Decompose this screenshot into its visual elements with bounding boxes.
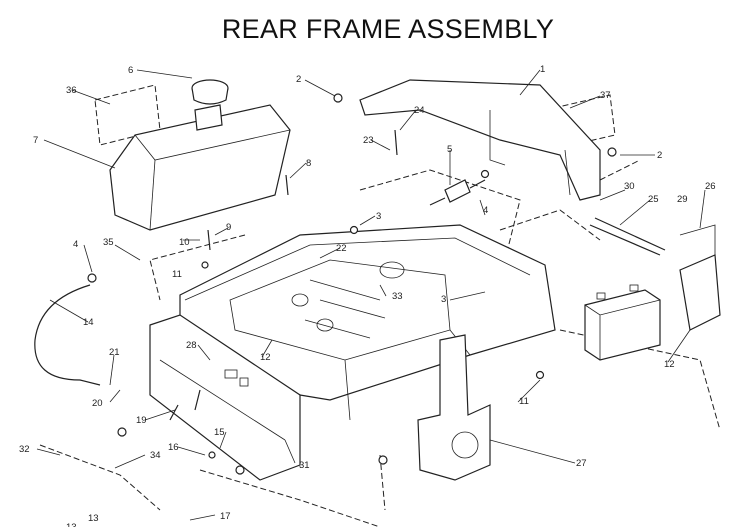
callout-4-filter: 4 bbox=[483, 205, 488, 216]
callout-30: 30 bbox=[624, 181, 635, 192]
callout-13-bottom: 13 bbox=[66, 522, 77, 527]
callout-31: 31 bbox=[299, 460, 310, 471]
callout-2: 2 bbox=[296, 74, 301, 85]
callout-labels: 6 36 2 1 37 24 23 7 8 5 2 4 3 30 25 26 2… bbox=[19, 64, 716, 527]
callout-34: 34 bbox=[150, 450, 161, 461]
callout-36: 36 bbox=[66, 85, 77, 96]
callout-11-right: 11 bbox=[519, 396, 529, 407]
callout-8: 8 bbox=[306, 158, 311, 169]
callout-1: 1 bbox=[540, 64, 545, 75]
fuel-line bbox=[34, 284, 101, 386]
callout-35: 35 bbox=[103, 237, 114, 248]
fuel-tank bbox=[109, 104, 291, 231]
callout-12-frame: 12 bbox=[260, 352, 271, 363]
battery-bracket bbox=[679, 224, 721, 331]
callout-5: 5 bbox=[447, 144, 452, 155]
seat-support-bracket bbox=[359, 79, 601, 201]
callout-19: 19 bbox=[136, 415, 147, 426]
callout-9: 9 bbox=[226, 222, 231, 233]
callout-37: 37 bbox=[600, 90, 611, 101]
callout-27: 27 bbox=[576, 458, 587, 469]
callout-10: 10 bbox=[179, 237, 190, 248]
callout-22: 22 bbox=[336, 243, 347, 254]
fuel-filter bbox=[429, 179, 486, 206]
callout-25: 25 bbox=[648, 194, 659, 205]
callout-20: 20 bbox=[92, 398, 103, 409]
callout-23: 23 bbox=[363, 135, 374, 146]
callout-6: 6 bbox=[128, 65, 133, 76]
fuel-cap bbox=[191, 79, 229, 105]
callout-16: 16 bbox=[168, 442, 179, 453]
callout-12: 12 bbox=[664, 359, 675, 370]
rear-bracket bbox=[417, 334, 491, 481]
callout-14: 14 bbox=[83, 317, 94, 328]
hold-down-rod bbox=[589, 217, 666, 256]
callout-28: 28 bbox=[186, 340, 197, 351]
callout-2-right: 2 bbox=[657, 150, 662, 161]
callout-3: 3 bbox=[376, 211, 381, 222]
callout-11: 11 bbox=[172, 269, 182, 280]
callout-33: 33 bbox=[392, 291, 403, 302]
hardware bbox=[87, 93, 617, 475]
battery bbox=[584, 284, 661, 361]
callout-leaders bbox=[36, 69, 706, 521]
front-plate bbox=[149, 314, 301, 481]
callout-13: 13 bbox=[88, 513, 99, 524]
diagram-title: REAR FRAME ASSEMBLY bbox=[221, 14, 555, 44]
callout-29: 29 bbox=[677, 194, 688, 205]
callout-3-frame: 3 bbox=[441, 294, 446, 305]
callout-24: 24 bbox=[414, 105, 425, 116]
callout-32: 32 bbox=[19, 444, 30, 455]
callout-26: 26 bbox=[705, 181, 716, 192]
callout-21: 21 bbox=[109, 347, 120, 358]
callout-17: 17 bbox=[220, 511, 231, 522]
callout-15: 15 bbox=[214, 427, 225, 438]
callout-7: 7 bbox=[33, 135, 38, 146]
callout-4: 4 bbox=[73, 239, 78, 250]
